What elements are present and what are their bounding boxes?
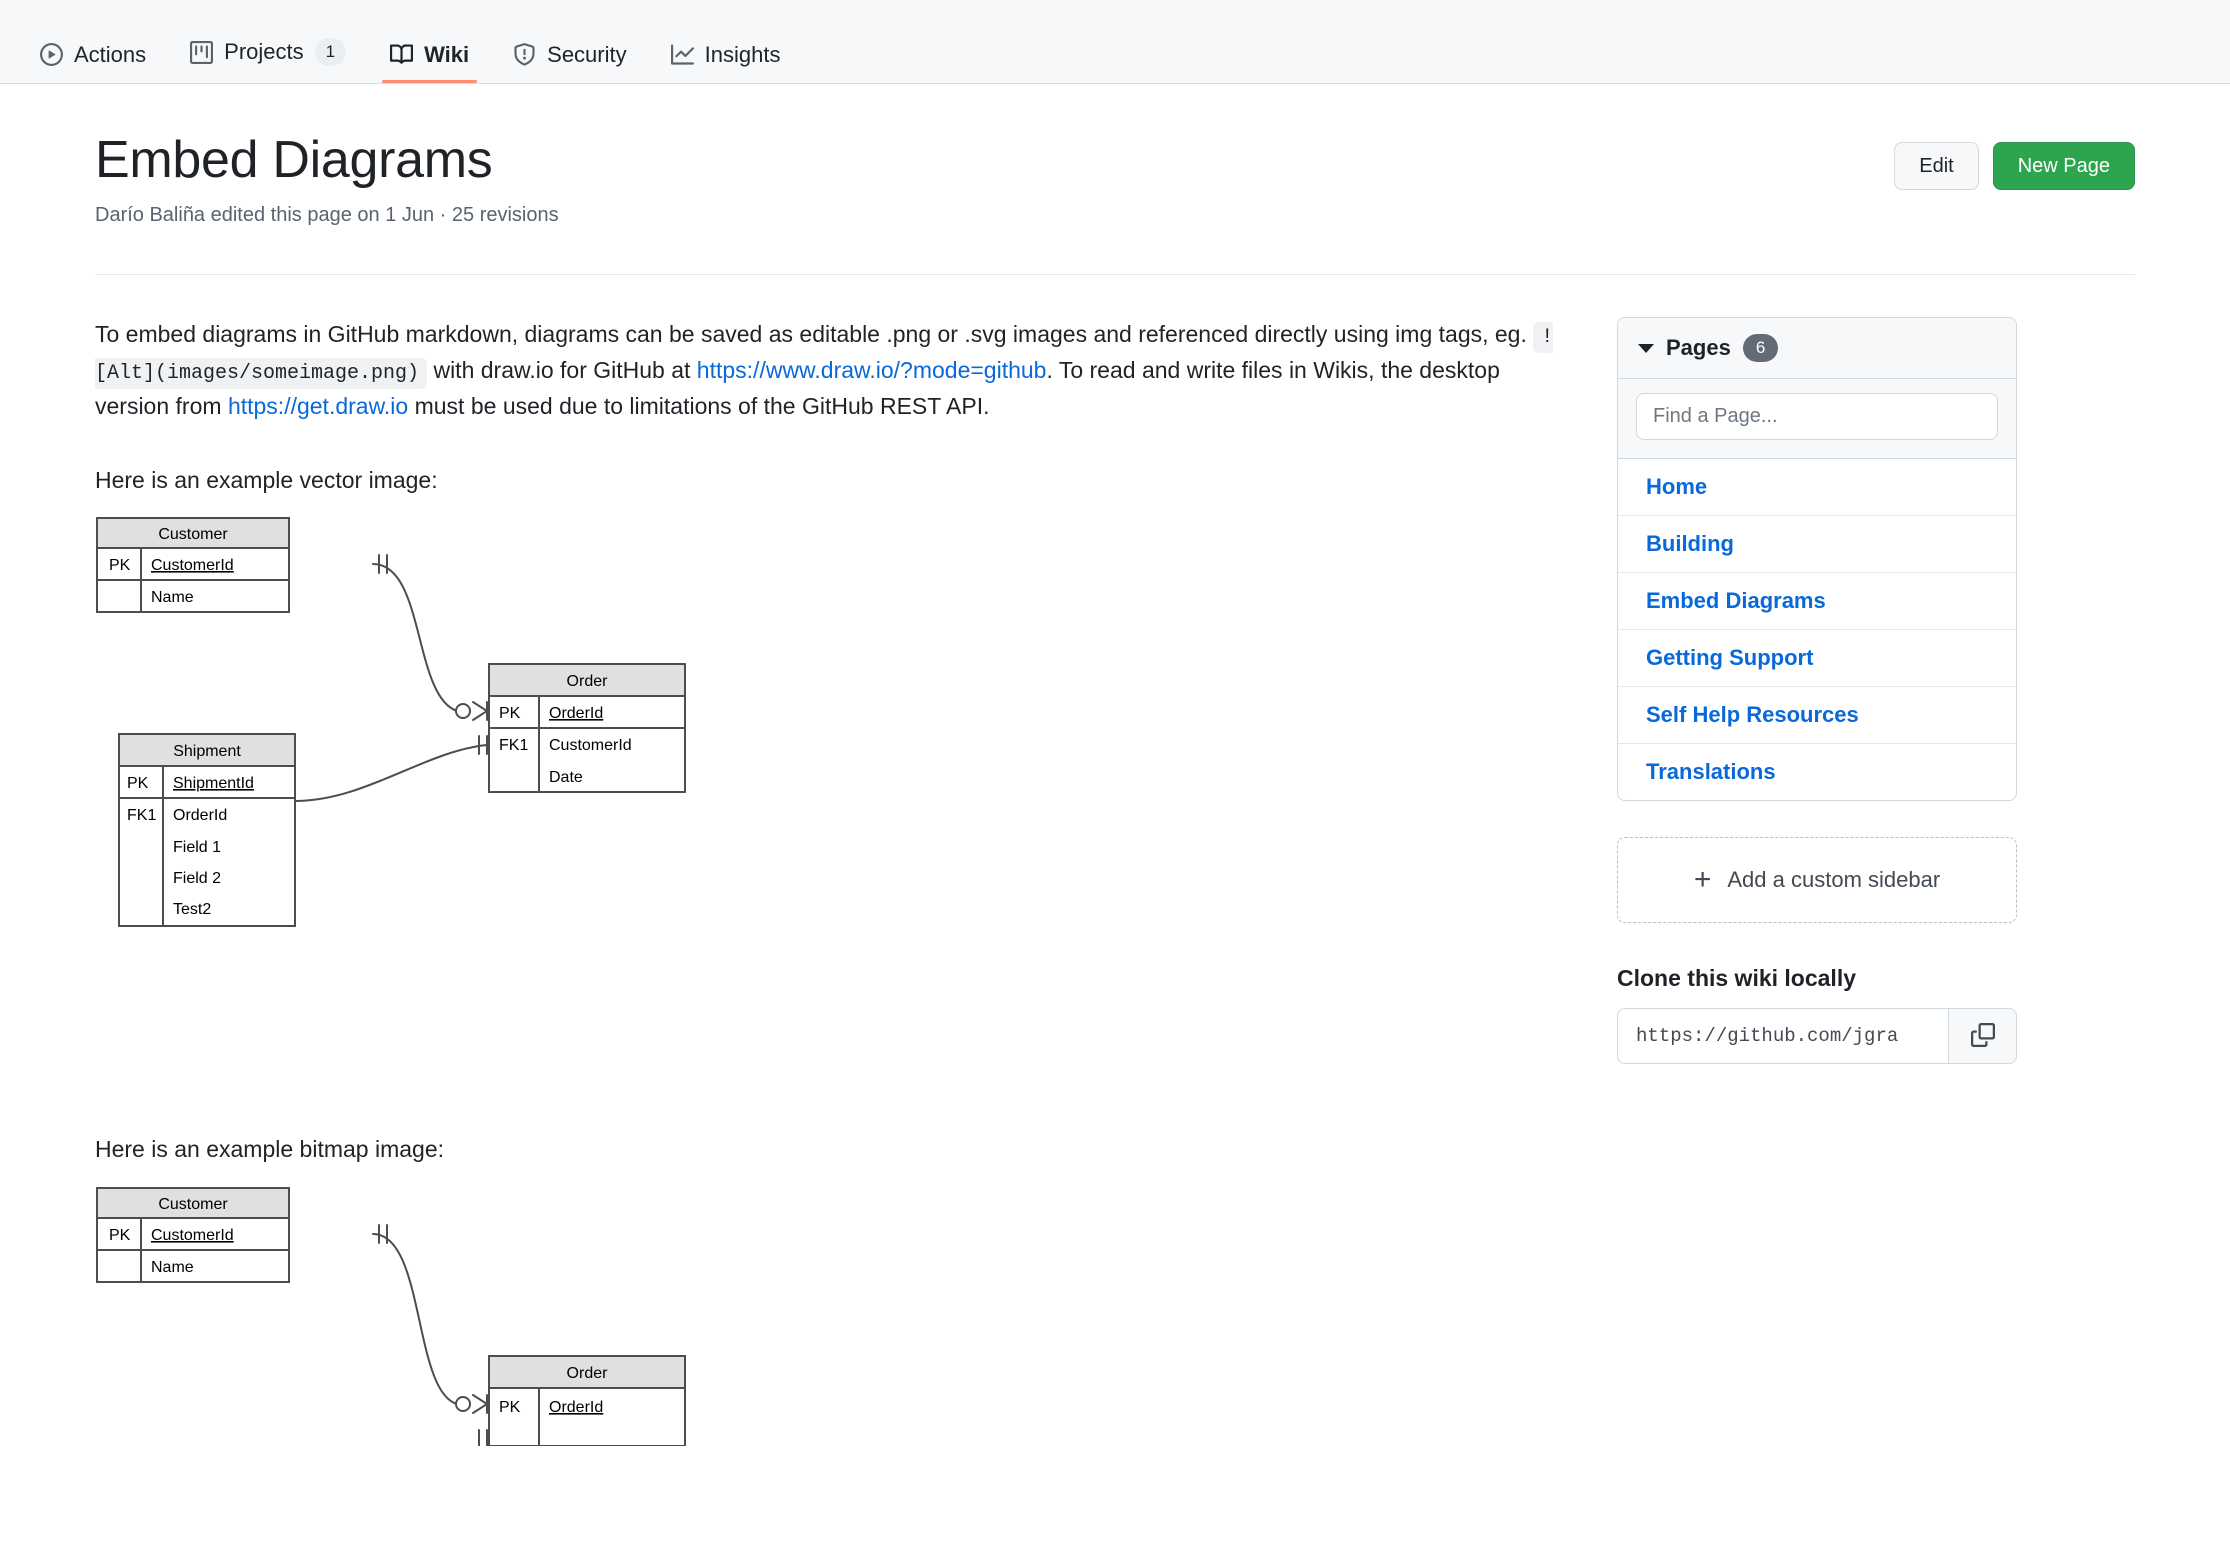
tab-security[interactable]: Security bbox=[491, 43, 648, 83]
pages-panel-header[interactable]: Pages 6 bbox=[1618, 318, 2016, 380]
svg-text:FK1: FK1 bbox=[127, 807, 156, 824]
list-item[interactable]: Embed Diagrams bbox=[1618, 573, 2016, 631]
drawio-github-link[interactable]: https://www.draw.io/?mode=github bbox=[696, 357, 1047, 384]
er-diagram-vector: Customer PK CustomerId Name Order bbox=[95, 516, 1565, 1126]
clipboard-icon bbox=[1970, 1022, 1995, 1050]
entity-order-vector: Order PK OrderId FK1 CustomerId Date bbox=[488, 663, 686, 794]
pages-count-badge: 6 bbox=[1742, 334, 1779, 363]
svg-text:PK: PK bbox=[499, 1399, 521, 1416]
page-title: Embed Diagrams bbox=[95, 131, 493, 189]
svg-text:Field 1: Field 1 bbox=[173, 839, 221, 856]
list-item[interactable]: Building bbox=[1618, 516, 2016, 574]
sidebar-page-link-getting-support[interactable]: Getting Support bbox=[1646, 645, 1814, 671]
find-page-wrapper bbox=[1618, 379, 2016, 460]
plus-icon: + bbox=[1693, 863, 1712, 897]
svg-text:Order: Order bbox=[567, 673, 609, 690]
tab-label: Projects bbox=[224, 39, 304, 65]
svg-text:CustomerId: CustomerId bbox=[151, 1227, 234, 1244]
svg-text:OrderId: OrderId bbox=[173, 807, 227, 824]
svg-text:Name: Name bbox=[151, 589, 194, 606]
svg-text:Shipment: Shipment bbox=[173, 743, 241, 760]
sidebar-page-link-translations[interactable]: Translations bbox=[1646, 759, 1776, 785]
project-board-icon bbox=[190, 40, 214, 64]
er-diagram-svg-vector: Customer PK CustomerId Name Order bbox=[96, 517, 686, 928]
new-page-button[interactable]: New Page bbox=[1992, 142, 2135, 190]
svg-text:Name: Name bbox=[151, 1259, 194, 1276]
entity-order-bitmap: Order PK OrderId bbox=[488, 1355, 686, 1447]
svg-text:ShipmentId: ShipmentId bbox=[173, 775, 254, 792]
pages-title: Pages bbox=[1666, 335, 1731, 361]
list-item[interactable]: Home bbox=[1618, 459, 2016, 517]
get-drawio-link[interactable]: https://get.draw.io bbox=[227, 393, 409, 420]
paragraph-text-1: To embed diagrams in GitHub markdown, di… bbox=[95, 321, 1534, 348]
svg-text:OrderId: OrderId bbox=[549, 1399, 603, 1416]
tab-label: Security bbox=[547, 41, 627, 67]
clone-url-row bbox=[1617, 1008, 2017, 1065]
tab-label: Actions bbox=[74, 41, 147, 67]
svg-text:Customer: Customer bbox=[158, 1196, 228, 1213]
play-circle-icon bbox=[40, 43, 63, 66]
paragraph-text-4: must be used due to limitations of the G… bbox=[408, 393, 990, 420]
bitmap-image-caption: Here is an example bitmap image: bbox=[95, 1136, 444, 1163]
svg-text:Test2: Test2 bbox=[173, 901, 211, 918]
sidebar-page-link-home[interactable]: Home bbox=[1646, 474, 1708, 500]
wiki-content: To embed diagrams in GitHub markdown, di… bbox=[95, 317, 1565, 1447]
tab-projects[interactable]: Projects 1 bbox=[168, 38, 368, 83]
book-icon bbox=[390, 43, 414, 66]
nav-tab-list: Actions Projects 1 Wiki Security I bbox=[18, 38, 802, 83]
paragraph-text-2: with draw.io for GitHub at bbox=[427, 357, 697, 384]
tab-actions[interactable]: Actions bbox=[18, 43, 168, 83]
svg-text:CustomerId: CustomerId bbox=[549, 737, 632, 754]
wiki-sidebar: Pages 6 Home Building Embed Diagrams Get… bbox=[1617, 317, 2017, 1446]
list-item[interactable]: Translations bbox=[1618, 744, 2016, 800]
svg-text:Customer: Customer bbox=[158, 526, 228, 543]
svg-text:PK: PK bbox=[127, 775, 149, 792]
tab-label: Insights bbox=[704, 41, 781, 67]
svg-text:Date: Date bbox=[549, 769, 583, 786]
page-byline: Darío Baliña edited this page on 1 Jun ·… bbox=[95, 204, 559, 227]
svg-text:Order: Order bbox=[567, 1365, 609, 1382]
list-item[interactable]: Self Help Resources bbox=[1618, 687, 2016, 745]
svg-text:PK: PK bbox=[109, 1227, 131, 1244]
header-divider bbox=[95, 274, 2135, 276]
svg-text:FK1: FK1 bbox=[499, 737, 528, 754]
tab-insights[interactable]: Insights bbox=[649, 43, 803, 83]
paragraph-text-3: . To read and write files in Wikis, the … bbox=[95, 357, 1500, 420]
edit-button[interactable]: Edit bbox=[1894, 142, 1979, 190]
add-custom-sidebar-label: Add a custom sidebar bbox=[1727, 867, 1941, 893]
graph-icon bbox=[670, 43, 694, 66]
svg-text:PK: PK bbox=[109, 557, 131, 574]
vector-image-caption: Here is an example vector image: bbox=[95, 466, 438, 493]
svg-text:PK: PK bbox=[499, 705, 521, 722]
intro-paragraph: To embed diagrams in GitHub markdown, di… bbox=[95, 317, 1565, 425]
sidebar-page-link-building[interactable]: Building bbox=[1646, 531, 1734, 557]
page-title-block: Embed Diagrams Darío Baliña edited this … bbox=[95, 131, 559, 227]
entity-customer-bitmap: Customer PK CustomerId Name bbox=[96, 1187, 290, 1284]
find-page-input[interactable] bbox=[1636, 393, 1998, 441]
chevron-down-icon[interactable] bbox=[1638, 343, 1654, 353]
sidebar-page-link-embed-diagrams[interactable]: Embed Diagrams bbox=[1646, 588, 1826, 614]
page-header: Embed Diagrams Darío Baliña edited this … bbox=[95, 84, 2135, 227]
svg-text:Field 2: Field 2 bbox=[173, 870, 221, 887]
clone-url-input[interactable] bbox=[1618, 1009, 1948, 1064]
svg-text:CustomerId: CustomerId bbox=[151, 557, 234, 574]
pages-panel: Pages 6 Home Building Embed Diagrams Get… bbox=[1617, 317, 2017, 802]
svg-text:OrderId: OrderId bbox=[549, 705, 603, 722]
add-custom-sidebar-button[interactable]: + Add a custom sidebar bbox=[1617, 837, 2017, 924]
entity-customer-vector: Customer PK CustomerId Name bbox=[96, 517, 290, 614]
sidebar-page-link-self-help-resources[interactable]: Self Help Resources bbox=[1646, 702, 1859, 728]
clone-wiki-title: Clone this wiki locally bbox=[1617, 965, 1857, 992]
er-diagram-svg-bitmap: Customer PK CustomerId Name Order PK bbox=[96, 1187, 686, 1447]
page-actions: Edit New Page bbox=[1894, 132, 2135, 190]
projects-count-badge: 1 bbox=[314, 38, 347, 66]
shield-alert-icon bbox=[513, 43, 536, 66]
copy-to-clipboard-button[interactable] bbox=[1948, 1009, 2016, 1064]
repository-nav-bar: Actions Projects 1 Wiki Security I bbox=[0, 0, 2230, 84]
tab-wiki[interactable]: Wiki bbox=[368, 43, 491, 83]
list-item[interactable]: Getting Support bbox=[1618, 630, 2016, 688]
entity-shipment-vector: Shipment PK ShipmentId FK1 OrderId Field… bbox=[118, 733, 296, 928]
er-diagram-bitmap: Customer PK CustomerId Name Order PK bbox=[95, 1186, 1565, 1447]
tab-label: Wiki bbox=[424, 41, 470, 67]
wiki-page: Embed Diagrams Darío Baliña edited this … bbox=[0, 84, 2230, 1447]
